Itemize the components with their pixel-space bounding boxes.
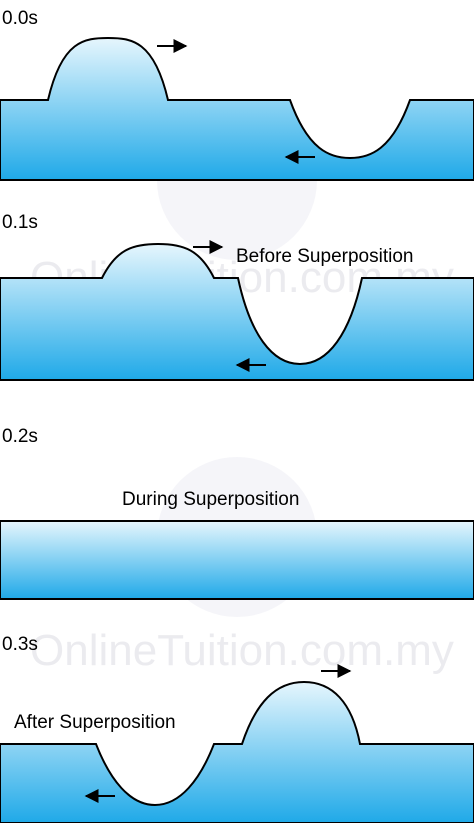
panel-3s: 0.3s After Superposition [0,634,474,823]
panel-1s: 0.1s Before Superposition [0,212,474,381]
time-label: 0.2s [2,426,38,447]
stage-caption: Before Superposition [236,246,413,267]
stage-caption: After Superposition [14,712,176,733]
wave-medium-flat [0,520,474,600]
time-label: 0.1s [2,212,38,233]
stage-caption: During Superposition [122,489,299,510]
wave-medium [0,36,474,181]
wave-medium [0,680,474,823]
time-label: 0.3s [2,634,38,655]
panel-2s: 0.2s During Superposition [0,426,474,600]
watermark-text-bottom: OnlineTuition.com.my [30,626,454,675]
wave-medium [0,242,474,381]
time-label: 0.0s [2,8,38,29]
panel-0s: 0.0s [0,8,474,181]
